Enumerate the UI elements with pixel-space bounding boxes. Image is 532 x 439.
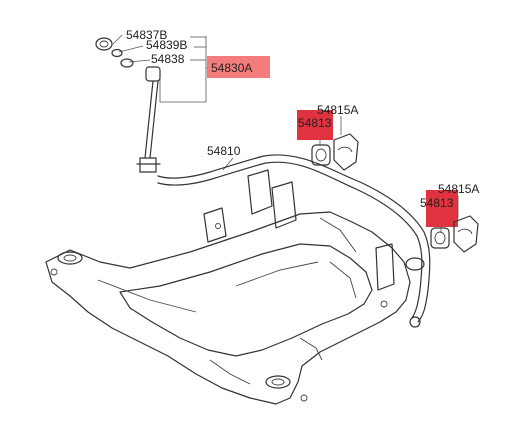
label-54813-upper[interactable]: 54813 bbox=[298, 116, 332, 130]
label-54815A-lower: 54815A bbox=[438, 182, 479, 196]
highlight-54813-upper[interactable] bbox=[297, 110, 333, 140]
bushing-bracket-upper[interactable] bbox=[311, 133, 359, 171]
label-54810: 54810 bbox=[207, 144, 241, 158]
bushing-bracket-lower[interactable] bbox=[430, 215, 479, 253]
highlight-54830A[interactable] bbox=[207, 56, 270, 78]
stabilizer-link-assembly[interactable] bbox=[95, 37, 161, 173]
highlight-54813-lower[interactable] bbox=[426, 190, 458, 227]
label-54839B: 54839B bbox=[146, 38, 187, 52]
label-54813-lower[interactable]: 54813 bbox=[420, 196, 454, 210]
stabilizer-bar[interactable] bbox=[157, 154, 431, 328]
label-54830A[interactable]: 54830A bbox=[211, 61, 252, 75]
label-54815A-upper: 54815A bbox=[317, 103, 358, 117]
subframe bbox=[45, 169, 425, 405]
label-54837B: 54837B bbox=[126, 28, 167, 42]
label-54838: 54838 bbox=[151, 52, 185, 66]
